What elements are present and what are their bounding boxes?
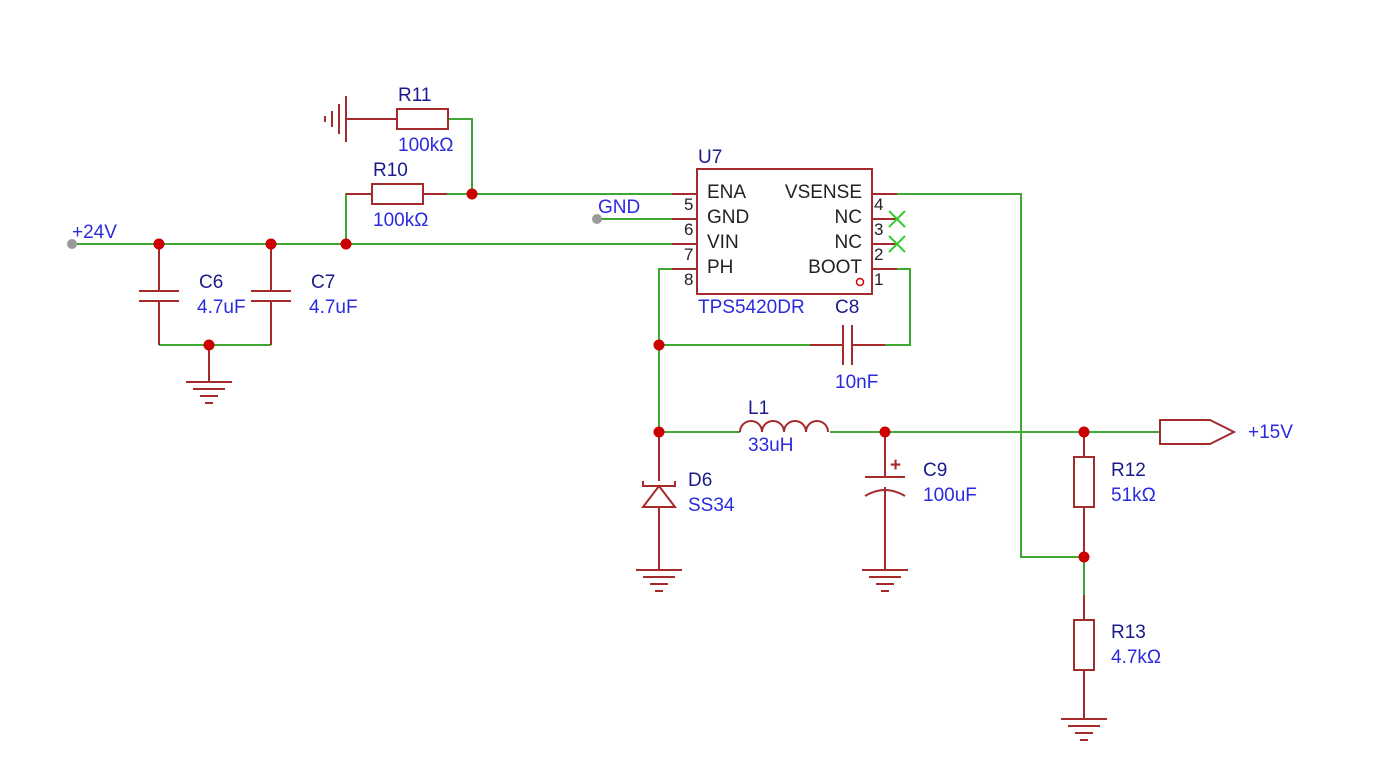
no-connect-icon xyxy=(888,210,906,228)
resistor-r11: R11 100kΩ xyxy=(346,85,453,156)
capacitor-c6: C6 4.7uF xyxy=(139,244,246,345)
ground-symbol xyxy=(862,569,908,592)
r10-value: 100kΩ xyxy=(373,210,428,231)
r13-value: 4.7kΩ xyxy=(1111,647,1161,668)
ground-symbol xyxy=(186,345,232,404)
u7-pin-num-5: 5 xyxy=(684,195,693,214)
resistor-r10: R10 100kΩ xyxy=(346,160,447,231)
junction-dot xyxy=(265,238,277,250)
u7-pin-ena: ENA xyxy=(707,182,746,203)
junction-dot xyxy=(879,426,891,438)
r11-ref: R11 xyxy=(398,85,431,106)
no-connect-icon xyxy=(888,235,906,253)
resistor-r12: R12 51kΩ xyxy=(1073,432,1156,557)
junction-dot xyxy=(153,238,165,250)
ic-u7: U7 TPS5420DR ENA GND VIN PH 5 6 7 8 VSEN… xyxy=(672,147,906,318)
junction-dot xyxy=(653,426,665,438)
u7-pin-nc-2: NC xyxy=(835,232,862,253)
r12-ref: R12 xyxy=(1111,460,1146,481)
capacitor-c8: C8 10nF xyxy=(810,297,885,393)
u7-pin-boot: BOOT xyxy=(808,257,862,278)
ground-symbol xyxy=(636,569,682,592)
c6-ref: C6 xyxy=(199,272,223,293)
junction-dot xyxy=(340,238,352,250)
junction-dot xyxy=(653,339,665,351)
u7-pin-num-3: 3 xyxy=(874,220,883,239)
net-label-15v: +15V xyxy=(1248,422,1293,443)
junction-dot xyxy=(466,188,478,200)
u7-pin-gnd: GND xyxy=(707,207,749,228)
u7-ref: U7 xyxy=(698,147,722,168)
wires xyxy=(72,118,1160,558)
junctions xyxy=(153,188,1090,563)
c8-value: 10nF xyxy=(835,372,878,393)
u7-pin-num-4: 4 xyxy=(874,195,883,214)
net-label-24v: +24V xyxy=(72,222,117,243)
capacitor-c7: C7 4.7uF xyxy=(251,244,358,345)
r13-ref: R13 xyxy=(1111,622,1146,643)
u7-pin-num-6: 6 xyxy=(684,220,693,239)
d6-value: SS34 xyxy=(688,495,735,516)
u7-pin-vin: VIN xyxy=(707,232,739,253)
u7-pin-num-7: 7 xyxy=(684,245,693,264)
pin1-marker xyxy=(855,277,865,287)
inductor-l1: L1 33uH xyxy=(739,398,829,456)
diode-d6: D6 SS34 xyxy=(640,432,735,570)
c8-ref: C8 xyxy=(835,297,859,318)
u7-value: TPS5420DR xyxy=(698,297,805,318)
c9-polarity: + xyxy=(890,455,901,476)
l1-ref: L1 xyxy=(748,398,769,419)
u7-pin-ph: PH xyxy=(707,257,733,278)
d6-ref: D6 xyxy=(688,470,712,491)
r12-value: 51kΩ xyxy=(1111,485,1156,506)
c9-ref: C9 xyxy=(923,460,947,481)
junction-dot xyxy=(1078,426,1090,438)
resistor-r13: R13 4.7kΩ xyxy=(1073,557,1161,719)
ground-symbol xyxy=(324,96,347,142)
u7-pin-num-1: 1 xyxy=(874,270,883,289)
net-gnd: GND xyxy=(592,197,640,224)
r10-ref: R10 xyxy=(373,160,408,181)
net-vin: +24V xyxy=(67,222,117,249)
junction-dot xyxy=(203,339,215,351)
net-label-gnd: GND xyxy=(598,197,640,218)
c7-ref: C7 xyxy=(311,272,335,293)
u7-pin-num-2: 2 xyxy=(874,245,883,264)
l1-value: 33uH xyxy=(748,435,793,456)
net-port-15v: +15V xyxy=(1159,419,1293,445)
ground-symbol xyxy=(1061,718,1107,741)
u7-pin-num-8: 8 xyxy=(684,270,693,289)
r11-value: 100kΩ xyxy=(398,135,453,156)
u7-pin-nc-3: NC xyxy=(835,207,862,228)
c6-value: 4.7uF xyxy=(197,297,246,318)
c9-value: 100uF xyxy=(923,485,977,506)
capacitor-c9: + C9 100uF xyxy=(864,432,977,570)
c7-value: 4.7uF xyxy=(309,297,358,318)
u7-pin-vsense: VSENSE xyxy=(785,182,862,203)
junction-dot xyxy=(1078,551,1090,563)
